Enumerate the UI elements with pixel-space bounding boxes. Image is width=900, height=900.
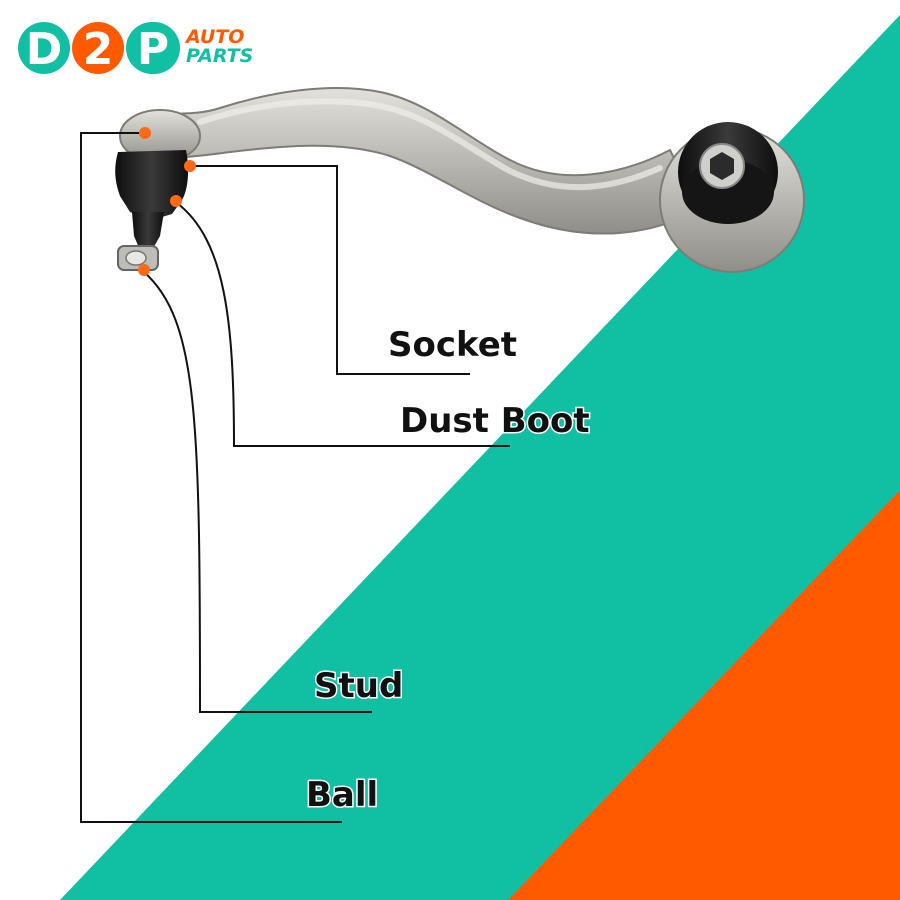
dust-boot xyxy=(115,150,189,220)
label-dust-boot: Dust Boot xyxy=(400,401,590,441)
logo-letter-2: 2 xyxy=(83,24,114,75)
bushing-hex-bolt xyxy=(710,152,734,180)
logo-badge-2 xyxy=(72,22,124,74)
callout-lines xyxy=(80,132,510,823)
socket-leader-line xyxy=(190,165,470,375)
arm-highlight xyxy=(197,98,663,191)
logo-letter-p: P xyxy=(137,24,169,75)
ball-leader-line xyxy=(80,132,342,823)
socket-marker xyxy=(184,160,196,172)
ball-marker xyxy=(139,127,151,139)
logo-badge-d xyxy=(18,22,70,74)
orange-corner-band xyxy=(508,490,900,900)
stud-leader-line xyxy=(143,271,372,713)
label-socket: Socket xyxy=(388,325,517,365)
logo-letter-d: D xyxy=(26,24,63,75)
ball-end-bolt xyxy=(125,250,147,266)
logo-badge-p xyxy=(126,22,180,74)
control-arm-illustration xyxy=(115,87,805,273)
label-ball: Ball xyxy=(306,775,378,815)
dust-boot-leader-line xyxy=(176,202,510,447)
logo-word-auto: AUTO xyxy=(184,26,244,48)
stud xyxy=(132,212,164,250)
label-stud: Stud xyxy=(314,666,403,706)
callout-markers xyxy=(138,127,196,276)
brand-logo: D 2 P AUTO PARTS xyxy=(18,22,253,75)
dust-boot-marker xyxy=(170,195,182,207)
stud-marker xyxy=(138,264,150,276)
logo-word-parts: PARTS xyxy=(186,45,253,67)
